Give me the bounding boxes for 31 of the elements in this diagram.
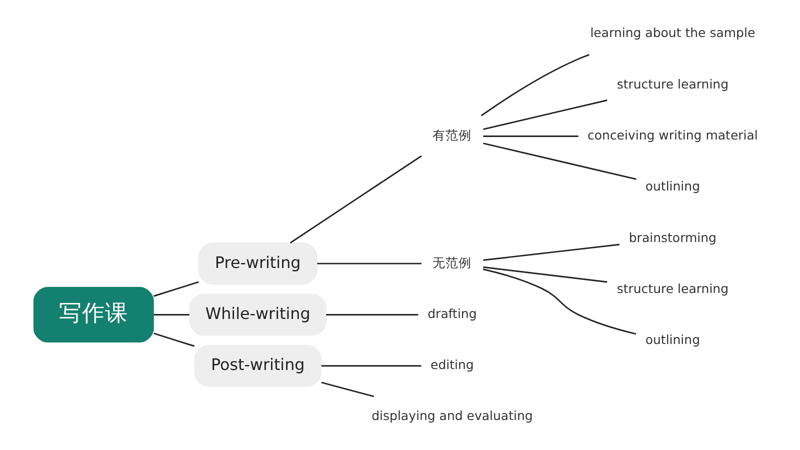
- node-text: 无范例: [432, 254, 472, 270]
- connector: [482, 99, 607, 130]
- connector: [289, 154, 422, 243]
- node-box: While-writing: [188, 293, 326, 336]
- node-box: Post-writing: [194, 344, 322, 386]
- node-box: 写作课: [32, 286, 154, 342]
- node-text: brainstorming: [628, 229, 716, 244]
- connector: [482, 142, 636, 180]
- connector: [153, 332, 194, 346]
- node-box: Pre-writing: [198, 242, 318, 284]
- node-text: drafting: [427, 305, 476, 320]
- node-text: structure learning: [616, 76, 728, 91]
- connector: [482, 266, 607, 282]
- connector: [153, 280, 198, 296]
- node-text: learning about the sample: [590, 24, 755, 40]
- node-text: outlining: [644, 178, 700, 194]
- node-text: editing: [430, 356, 474, 372]
- connector: [320, 364, 421, 366]
- connector: [316, 262, 421, 264]
- connector: [482, 268, 636, 334]
- node-text: displaying and evaluating: [371, 408, 532, 423]
- connector: [480, 53, 590, 116]
- node-text: 有范例: [432, 126, 472, 142]
- connector: [482, 135, 578, 137]
- connector: [320, 381, 374, 397]
- node-text: conceiving writing material: [586, 126, 758, 142]
- connector: [482, 243, 620, 260]
- node-text: outlining: [644, 332, 700, 347]
- connector: [326, 313, 418, 315]
- connector: [153, 313, 189, 315]
- node-text: structure learning: [616, 280, 728, 296]
